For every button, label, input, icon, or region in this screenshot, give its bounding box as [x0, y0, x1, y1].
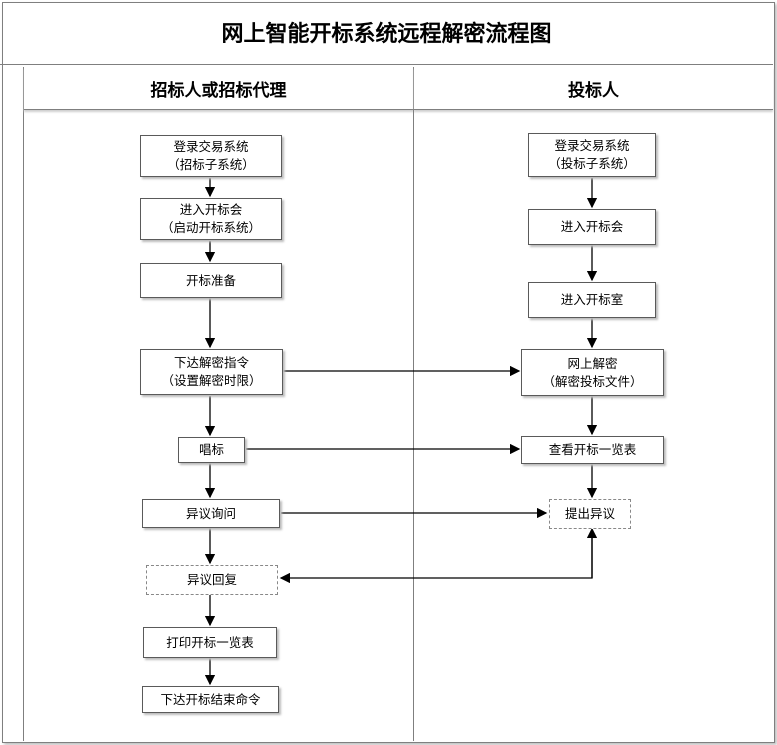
step-login-tender: 登录交易系统 （招标子系统）	[140, 135, 282, 177]
step-announce: 唱标	[178, 437, 245, 463]
diagram-title: 网上智能开标系统远程解密流程图	[0, 0, 773, 65]
step-login-tender-line1: 登录交易系统	[173, 139, 249, 154]
step-print-table-label: 打印开标一览表	[166, 634, 254, 650]
step-enter-room: 进入开标室	[528, 282, 656, 318]
lane-divider	[413, 109, 414, 741]
step-enter-meeting-tender-line1: 进入开标会	[179, 202, 243, 217]
step-enter-meeting-tender-line2: （启动开标系统）	[160, 220, 261, 235]
step-login-bidder: 登录交易系统 （投标子系统）	[528, 133, 656, 177]
step-decrypt-command-line2: （设置解密时限）	[161, 373, 262, 388]
step-announce-label: 唱标	[198, 442, 224, 457]
step-end-command-label: 下达开标结束命令	[160, 691, 261, 707]
step-objection-reply: 异议回复	[146, 565, 278, 595]
step-print-table: 打印开标一览表	[143, 627, 277, 658]
step-online-decrypt-line2: （解密投标文件）	[542, 373, 643, 389]
step-enter-room-label: 进入开标室	[560, 292, 624, 307]
step-view-table-label: 查看开标一览表	[548, 442, 637, 457]
step-enter-meeting-bidder: 进入开标会	[528, 209, 656, 245]
step-login-tender-line2: （招标子系统）	[167, 157, 255, 172]
step-enter-meeting-bidder-label: 进入开标会	[560, 219, 624, 234]
step-raise-objection-label: 提出异议	[564, 506, 615, 521]
step-decrypt-command-line1: 下达解密指令	[173, 355, 249, 370]
lane-header-bidder: 投标人	[414, 67, 773, 110]
step-end-command: 下达开标结束命令	[142, 686, 279, 713]
step-login-bidder-line2: （投标子系统）	[548, 156, 636, 171]
step-decrypt-command: 下达解密指令 （设置解密时限）	[140, 349, 283, 395]
lane-header-tenderer: 招标人或招标代理	[24, 67, 414, 110]
step-online-decrypt: 网上解密 （解密投标文件）	[521, 349, 664, 396]
step-prepare-label: 开标准备	[185, 272, 236, 288]
step-view-table: 查看开标一览表	[521, 436, 664, 464]
step-raise-objection: 提出异议	[549, 499, 631, 529]
arrow-objection-to-reply	[279, 531, 593, 584]
step-objection-reply-label: 异议回复	[186, 572, 237, 587]
step-inquiry: 异议询问	[142, 499, 280, 528]
step-prepare: 开标准备	[140, 263, 282, 298]
step-online-decrypt-line1: 网上解密	[567, 355, 618, 371]
step-inquiry-label: 异议询问	[185, 505, 236, 521]
step-login-bidder-line1: 登录交易系统	[554, 138, 630, 153]
left-margin-strip	[2, 67, 24, 741]
step-enter-meeting-tender: 进入开标会 （启动开标系统）	[140, 198, 282, 240]
